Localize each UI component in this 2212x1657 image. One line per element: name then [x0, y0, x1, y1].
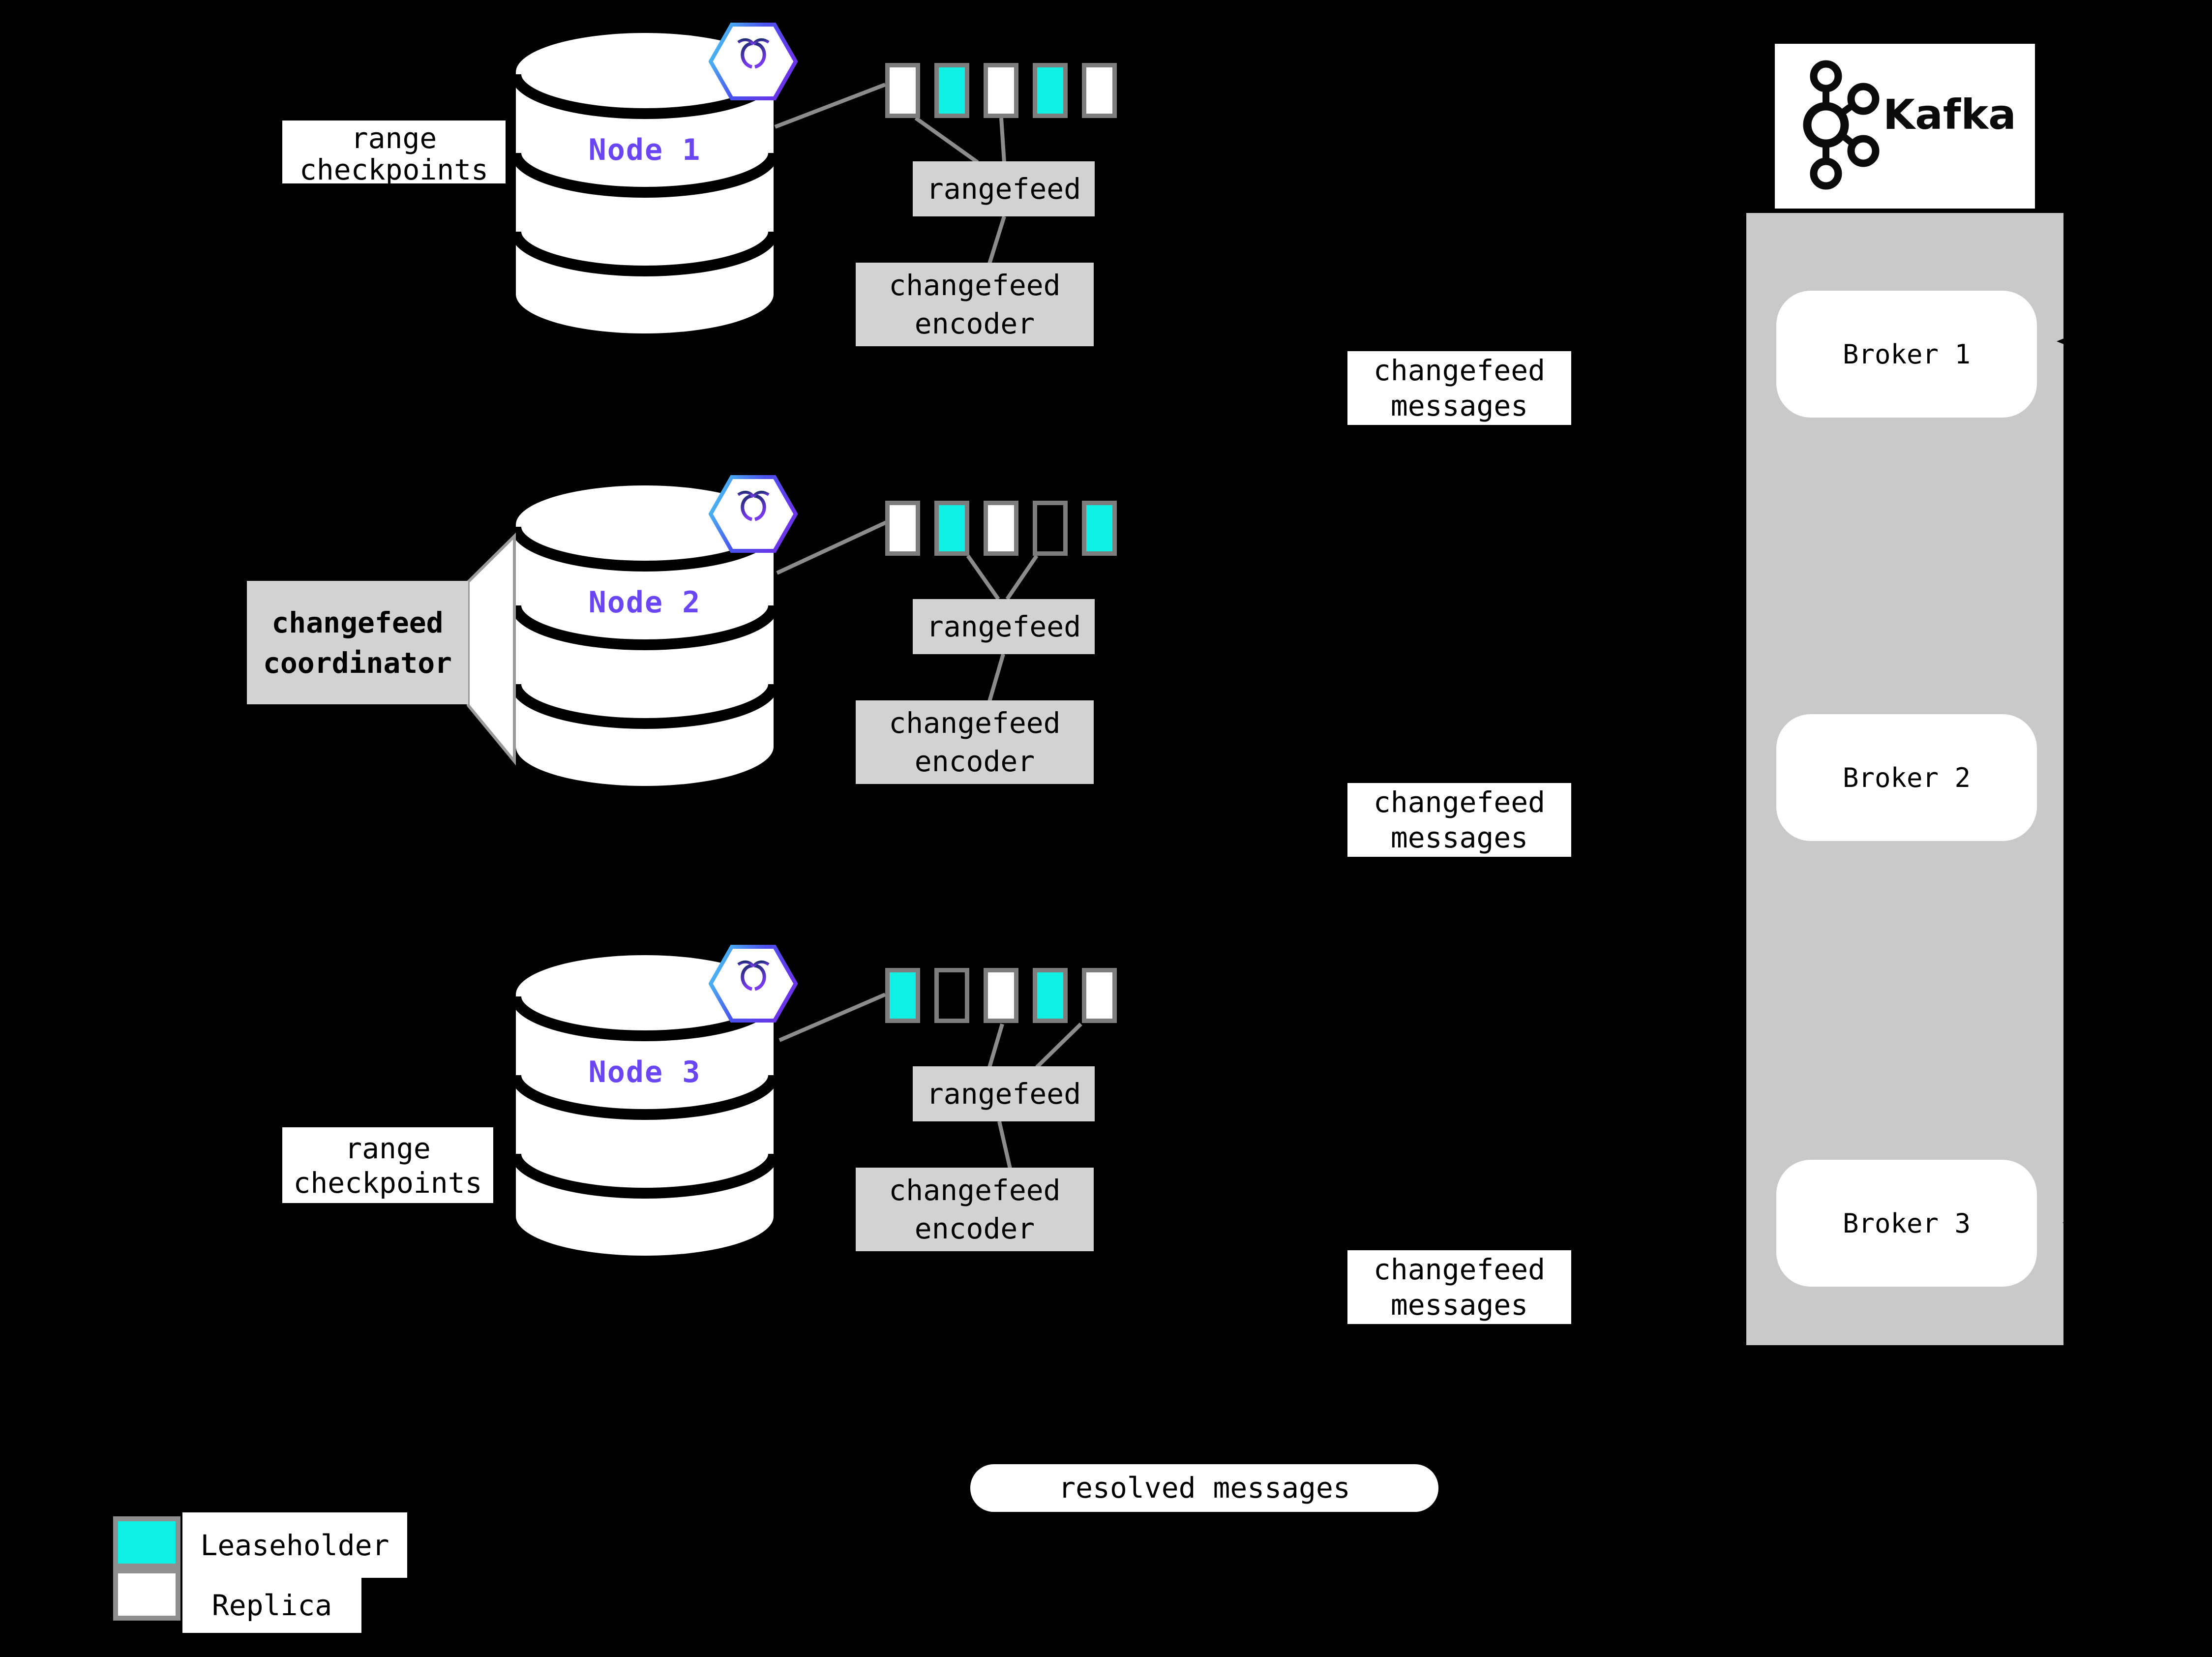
range-rect	[1033, 968, 1068, 1023]
node2-cylinder-to-ranges-line	[776, 520, 887, 575]
node3-rangefeed-box: rangefeed	[913, 1066, 1095, 1121]
range-rect	[1033, 501, 1068, 556]
changefeed-coordinator-box: changefeed coordinator	[247, 581, 468, 704]
node1-changefeed-messages-label: changefeed messages	[1347, 351, 1571, 425]
node1-range-row	[885, 63, 1117, 118]
coordinator-flag-panel	[467, 532, 516, 766]
resolved-messages-pill: resolved messages	[970, 1464, 1438, 1512]
legend-replica-swatch	[113, 1568, 180, 1621]
kafka-wordmark: Kafka	[1883, 90, 2016, 139]
node1-range3-to-rangefeed-line	[999, 118, 1006, 163]
range-rect	[934, 501, 969, 556]
node2-cockroachdb-icon	[709, 475, 798, 553]
range-rect	[885, 501, 920, 556]
broker1-arrowhead-icon	[2057, 328, 2091, 355]
node1-label: Node 1	[588, 133, 701, 167]
range-rect	[1033, 63, 1068, 118]
node2-range2-to-rangefeed-line	[966, 554, 1000, 601]
node1-cylinder-to-ranges-line	[774, 83, 886, 129]
range-rect	[1082, 63, 1117, 118]
node3-cockroachdb-icon	[709, 945, 798, 1023]
range-rect	[984, 63, 1018, 118]
node3-range5-to-rangefeed-line	[1035, 1023, 1082, 1069]
node1-changefeed-encoder-box: changefeed encoder	[856, 263, 1094, 346]
node3-cylinder-to-ranges-line	[778, 993, 886, 1042]
node2-rangefeed-box: rangefeed	[913, 599, 1095, 654]
kafka-broker-column: Broker 1 Broker 2 Broker 3	[1746, 213, 2063, 1345]
node1-range-checkpoints-label: range checkpoints	[282, 121, 506, 183]
range-rect	[885, 968, 920, 1023]
range-rect	[934, 63, 969, 118]
node2-changefeed-encoder-box: changefeed encoder	[856, 700, 1094, 784]
range-rect	[1082, 501, 1117, 556]
node1-rangefeed-box: rangefeed	[913, 161, 1095, 216]
broker-3-box: Broker 3	[1776, 1160, 2037, 1287]
range-rect	[984, 501, 1018, 556]
broker-1-box: Broker 1	[1776, 291, 2037, 418]
node3-label: Node 3	[588, 1055, 701, 1089]
broker-2-box: Broker 2	[1776, 714, 2037, 841]
node3-changefeed-messages-label: changefeed messages	[1347, 1250, 1571, 1324]
range-rect	[934, 968, 969, 1023]
range-rect	[1082, 968, 1117, 1023]
legend-replica-label: Replica	[182, 1578, 361, 1633]
node2-changefeed-messages-label: changefeed messages	[1347, 783, 1571, 857]
node3-range-checkpoints-label: range checkpoints	[282, 1127, 493, 1203]
node1-rangefeed-to-encoder-line	[987, 215, 1006, 265]
node3-rangefeed-to-encoder-line	[997, 1121, 1012, 1169]
kafka-icon	[1803, 60, 1880, 190]
node3-range-row	[885, 968, 1117, 1023]
node2-range4-to-rangefeed-line	[1005, 554, 1039, 601]
broker3-arrowhead-icon	[2063, 1218, 2075, 1228]
legend-leaseholder-swatch	[113, 1516, 180, 1568]
node2-label: Node 2	[588, 585, 701, 620]
legend-leaseholder-label: Leaseholder	[182, 1512, 407, 1578]
node1-cockroachdb-icon	[709, 23, 798, 100]
range-rect	[984, 968, 1018, 1023]
node3-changefeed-encoder-box: changefeed encoder	[856, 1168, 1094, 1251]
node3-range3-to-rangefeed-line	[987, 1023, 1004, 1068]
kafka-logo-box: Kafka	[1775, 44, 2035, 209]
node2-range-row	[885, 501, 1117, 556]
node2-rangefeed-to-encoder-line	[987, 653, 1005, 702]
node1-range1-to-rangefeed-line	[914, 116, 979, 164]
range-rect	[885, 63, 920, 118]
